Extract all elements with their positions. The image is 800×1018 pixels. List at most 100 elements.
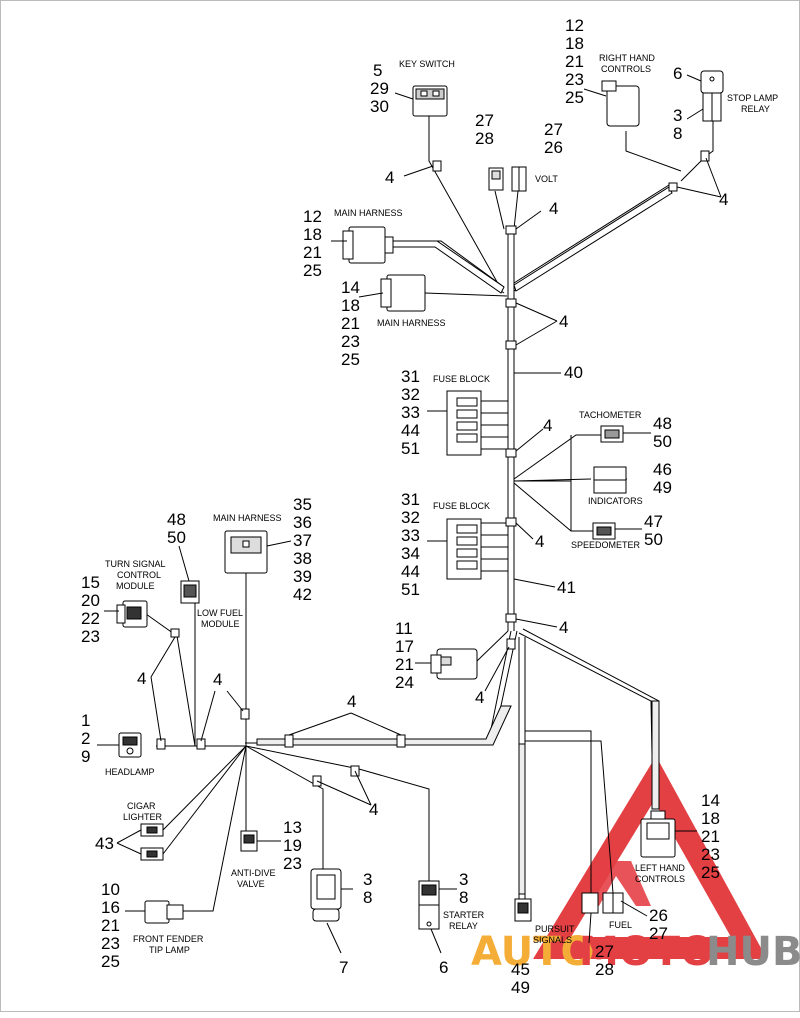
callout-key-clip: 4 — [385, 168, 394, 187]
key-switch-label: KEY SWITCH — [399, 59, 455, 69]
callout-main3-5: 39 — [293, 567, 312, 586]
callout-fuse2-6: 51 — [401, 580, 420, 599]
callout-main3-4: 38 — [293, 549, 312, 568]
main-harness-connector-3 — [224, 530, 268, 574]
callout-fuse1-2: 32 — [401, 385, 420, 404]
cigar-lighter-label-2: LIGHTER — [123, 812, 163, 822]
harness-connector-11-17 — [430, 648, 478, 680]
callout-clips-mid: 4 — [213, 670, 222, 689]
callout-conn-clip: 4 — [475, 688, 484, 707]
callout-conn-left-1: 11 — [395, 619, 413, 638]
callout-relay7: 7 — [339, 958, 348, 977]
callout-fuse2-2: 32 — [401, 508, 420, 527]
callout-main2-2: 18 — [341, 296, 360, 315]
callout-fuel-b-2: 27 — [649, 924, 668, 943]
callout-lower-clip: 4 — [559, 618, 568, 637]
component-labels: KEY SWITCH RIGHT HAND CONTROLS STOP LAMP… — [105, 53, 778, 955]
fuse-block-label-1: FUSE BLOCK — [433, 374, 490, 384]
speedometer-connector — [592, 522, 616, 540]
stop-lamp-relay-label-1: STOP LAMP — [727, 93, 778, 103]
callout-pursuit-2: 49 — [511, 978, 530, 997]
callout-lh-5: 25 — [701, 863, 720, 882]
callout-leaders — [97, 74, 722, 954]
right-hand-controls-label-1: RIGHT HAND — [599, 53, 655, 63]
anti-dive-valve-connector — [240, 830, 258, 852]
cigar-lighter-connectors — [140, 823, 164, 861]
callout-stop-relay-3: 3 — [673, 106, 682, 125]
main-harness-label-3: MAIN HARNESS — [213, 513, 282, 523]
main-harness-label-1: MAIN HARNESS — [334, 208, 403, 218]
stop-lamp-relay-label-2: RELAY — [741, 104, 770, 114]
callout-trunk1: 40 — [564, 363, 583, 382]
callout-main2-3: 21 — [341, 314, 360, 333]
callout-cigar: 43 — [95, 834, 114, 853]
right-hand-controls-label-2: CONTROLS — [601, 64, 651, 74]
starter-relay — [418, 880, 440, 930]
callout-main1-4: 25 — [303, 261, 322, 280]
callout-fuse1-clip: 4 — [543, 416, 552, 435]
callout-fuse2-clip: 4 — [535, 532, 544, 551]
callout-relay7-8: 8 — [363, 888, 372, 907]
front-fender-label-1: FRONT FENDER — [133, 934, 204, 944]
callout-fender-5: 25 — [101, 952, 120, 971]
callout-pursuit-1: 45 — [511, 960, 530, 979]
callout-main3-2: 36 — [293, 513, 312, 532]
callout-anti-dive-1: 13 — [283, 818, 302, 837]
callout-clips-low: 4 — [369, 800, 378, 819]
callout-main1-2: 18 — [303, 225, 322, 244]
turn-signal-label-2: CONTROL — [117, 570, 161, 580]
main-harness-connector-1 — [342, 226, 394, 264]
callout-fuse2-3: 33 — [401, 526, 420, 545]
callout-lh-4: 23 — [701, 845, 720, 864]
callout-tach-2: 50 — [653, 432, 672, 451]
callout-fuel-a-2: 28 — [595, 960, 614, 979]
callout-numbers: 5 29 30 4 12 18 21 23 25 6 3 8 4 27 28 2… — [81, 16, 728, 997]
stop-lamp-relay — [700, 70, 724, 122]
callout-relay7-3: 3 — [363, 870, 372, 889]
callout-main1-3: 21 — [303, 243, 322, 262]
callout-fender-3: 21 — [101, 916, 120, 935]
low-fuel-module-connector — [180, 580, 200, 604]
callout-rh-4: 23 — [565, 70, 584, 89]
callout-gauge1-1: 27 — [475, 111, 494, 130]
callout-fuse1-5: 51 — [401, 439, 420, 458]
pursuit-signals-connector — [514, 898, 532, 922]
harness-sheathing — [256, 186, 673, 895]
turn-signal-label-3: MODULE — [116, 581, 155, 591]
fuel-connectors — [581, 892, 624, 914]
callout-main3-6: 42 — [293, 585, 312, 604]
pursuit-label-1: PURSUIT — [535, 924, 575, 934]
front-fender-tip-lamp-connector — [144, 900, 184, 924]
cigar-lighter-label-1: CIGAR — [127, 801, 156, 811]
callout-starter: 6 — [439, 958, 448, 977]
callout-anti-dive-2: 19 — [283, 836, 302, 855]
callout-fuel-b-1: 26 — [649, 906, 668, 925]
callout-fuse1-4: 44 — [401, 421, 420, 440]
turn-signal-label-1: TURN SIGNAL — [105, 559, 166, 569]
callout-stop-relay-top: 6 — [673, 64, 682, 83]
callout-key-switch-2: 29 — [370, 79, 389, 98]
speedometer-label: SPEEDOMETER — [571, 540, 641, 550]
indicators-connector — [593, 466, 627, 494]
callout-key-switch-1: 5 — [373, 61, 382, 80]
callout-lh-3: 21 — [701, 827, 720, 846]
callout-gauge1-2: 28 — [475, 129, 494, 148]
tachometer-label: TACHOMETER — [579, 410, 642, 420]
callout-speedo-2: 50 — [644, 530, 663, 549]
callout-trunk2: 41 — [557, 578, 576, 597]
left-hand-label-1: LEFT HAND — [635, 863, 685, 873]
callout-main2-5: 25 — [341, 350, 360, 369]
starter-relay-label-2: RELAY — [449, 921, 478, 931]
fuse-block-1 — [446, 390, 482, 456]
main-harness-label-2: MAIN HARNESS — [377, 318, 446, 328]
callout-headlamp-3: 9 — [81, 747, 90, 766]
anti-dive-label-1: ANTI-DIVE — [231, 868, 276, 878]
pursuit-label-2: SIGNALS — [533, 935, 572, 945]
callout-clips-left: 4 — [137, 669, 146, 688]
callout-rh-2: 18 — [565, 34, 584, 53]
low-fuel-label-2: MODULE — [201, 619, 240, 629]
gauge-connectors — [488, 166, 527, 192]
left-hand-controls-connector — [640, 810, 676, 858]
callout-fuel-a-1: 27 — [595, 942, 614, 961]
